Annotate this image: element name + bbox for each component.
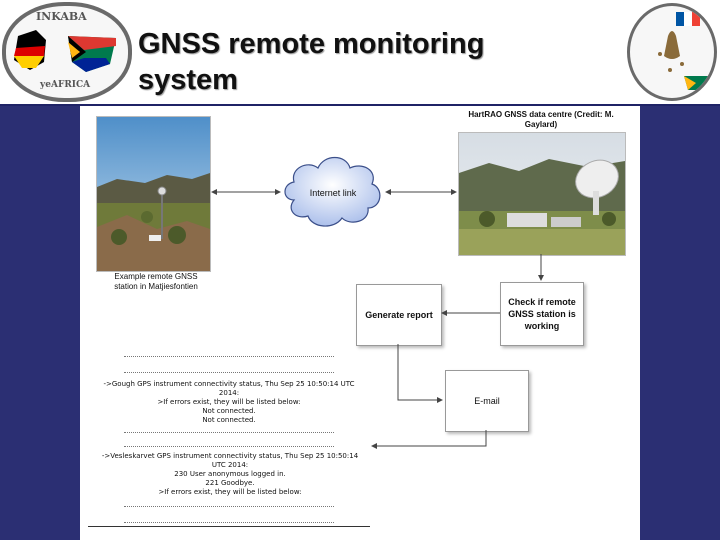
station-caption: Example remote GNSS station in Matjiesfo…: [96, 272, 216, 292]
cloud-label: Internet link: [309, 188, 357, 198]
generate-report-box: Generate report: [356, 284, 442, 346]
log-gough: ->Gough GPS instrument connectivity stat…: [94, 380, 364, 425]
remote-station-photo: [96, 116, 211, 272]
log-line: >If errors exist, they will be listed be…: [158, 488, 302, 496]
divider-dots: [124, 506, 334, 507]
divider-dots: [124, 522, 334, 523]
slide-header: INKABA yeAFRICA GNSS remote monitoring s…: [0, 0, 720, 106]
log-line: 221 Goodbye.: [205, 479, 255, 487]
connector-arrows: [211, 189, 544, 449]
divider-dots: [124, 372, 334, 373]
log-line: >If errors exist, they will be listed be…: [157, 398, 301, 406]
log-line: Not connected.: [202, 416, 256, 424]
inkaba-logo-left: INKABA yeAFRICA: [2, 2, 132, 102]
datacentre-caption: HartRAO GNSS data centre (Credit: M. Gay…: [456, 110, 626, 130]
station-caption-line-1: Example remote GNSS: [114, 272, 198, 281]
logo-bottom-text: yeAFRICA: [40, 80, 91, 90]
divider-dots: [124, 356, 334, 357]
title-line-2: system: [138, 64, 238, 96]
station-caption-line-2: station in Matjiesfontien: [114, 282, 198, 291]
log-line: 230 User anonymous logged in.: [174, 470, 286, 478]
title-line-1: GNSS remote monitoring: [138, 28, 485, 60]
check-line-3: working: [524, 321, 560, 331]
page-title: GNSS remote monitoring system: [138, 26, 618, 98]
divider-dots: [124, 446, 334, 447]
divider-dots: [124, 432, 334, 433]
check-line-2: GNSS station is: [508, 309, 576, 319]
log-line: UTC 2014:: [211, 461, 249, 469]
datacentre-photo: [458, 132, 626, 256]
log-line: 2014:: [218, 389, 240, 397]
datacentre-caption-line-2: Gaylard): [524, 120, 558, 129]
inkaba-logo-right: [627, 3, 717, 101]
seal-icon: [658, 12, 708, 90]
logo-top-text: INKABA: [36, 10, 87, 23]
diagram-panel: Example remote GNSS station in Matjiesfo…: [80, 106, 640, 540]
check-station-box: Check if remote GNSS station is working: [500, 282, 584, 346]
flags-map-icon: [14, 30, 116, 72]
log-line: ->Vesleskarvet GPS instrument connectivi…: [101, 452, 359, 460]
bottom-rule: [88, 526, 370, 527]
check-line-1: Check if remote: [508, 297, 576, 307]
datacentre-caption-line-1: HartRAO GNSS data centre (Credit: M.: [468, 110, 614, 119]
email-box: E-mail: [445, 370, 529, 432]
log-vesleskarvet: ->Vesleskarvet GPS instrument connectivi…: [94, 452, 366, 497]
log-line: ->Gough GPS instrument connectivity stat…: [103, 380, 355, 388]
internet-cloud-icon: [284, 156, 381, 227]
log-line: Not connected.: [202, 407, 256, 415]
